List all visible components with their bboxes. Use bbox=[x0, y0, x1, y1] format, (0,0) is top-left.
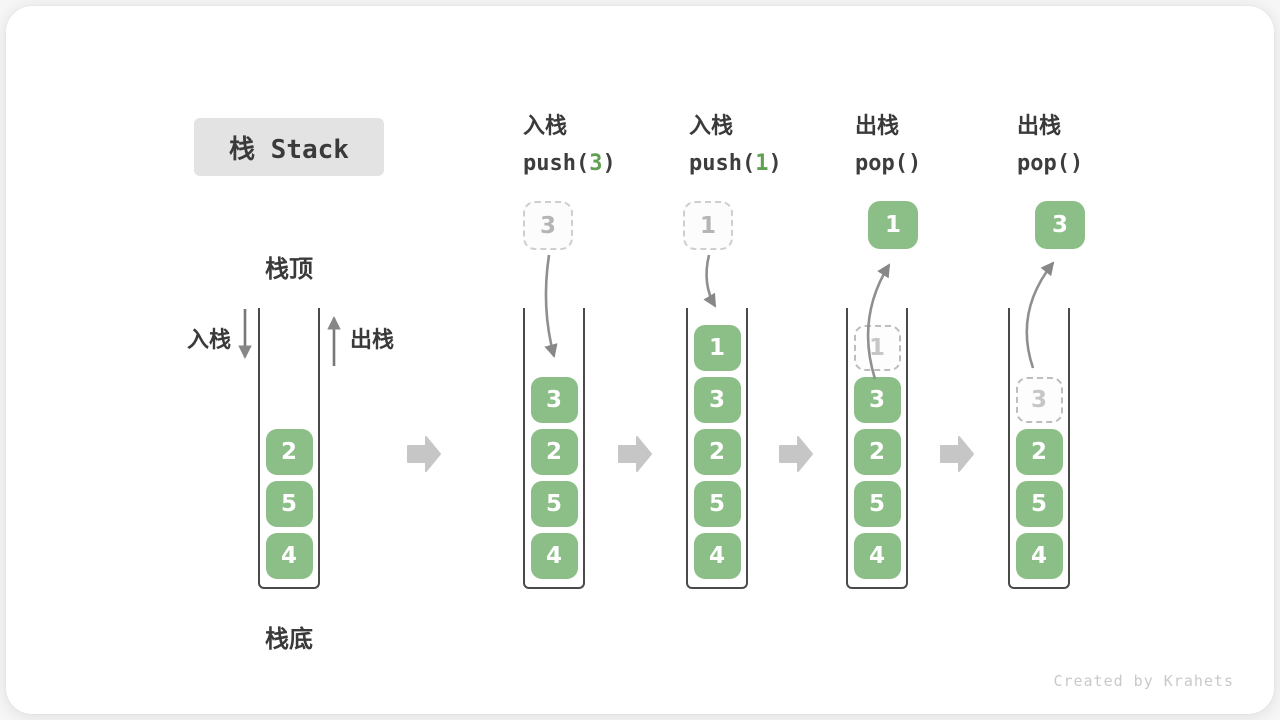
operation-name: 出栈 bbox=[1017, 114, 1062, 139]
stack-top-label: 栈顶 bbox=[265, 255, 313, 283]
stack-item-ghost: 1 bbox=[853, 325, 901, 371]
stack-item: 2 bbox=[265, 429, 313, 475]
stack-item-value: 2 bbox=[1030, 439, 1047, 465]
code-pre: pop( bbox=[855, 151, 908, 176]
stack-item-value: 2 bbox=[708, 439, 725, 465]
stack-item-value: 3 bbox=[1030, 387, 1047, 413]
operation-code: push(1) bbox=[689, 145, 849, 183]
stack-item-ghost: 3 bbox=[1015, 377, 1063, 423]
stack-item-value: 2 bbox=[280, 439, 297, 465]
watermark: Created by Krahets bbox=[1053, 672, 1234, 690]
diagram-card: 栈 Stack 入栈 push(3) 入栈 push(1) 出栈 pop() 出… bbox=[6, 6, 1274, 714]
stack-item-value: 2 bbox=[868, 439, 885, 465]
operation-header-push1: 入栈 push(1) bbox=[689, 109, 849, 183]
code-pre: push( bbox=[689, 151, 756, 176]
stack-item: 5 bbox=[265, 481, 313, 527]
operation-header-pop2: 出栈 pop() bbox=[1017, 109, 1177, 183]
operation-name: 入栈 bbox=[689, 114, 734, 139]
code-post: ) bbox=[1069, 151, 1084, 176]
stack-bottom-label: 栈底 bbox=[265, 625, 313, 653]
incoming-value: 1 bbox=[699, 212, 716, 239]
incoming-value: 3 bbox=[539, 212, 556, 239]
stack-item-value: 1 bbox=[708, 335, 725, 361]
push1-curved-arrow-icon bbox=[703, 254, 717, 308]
stack-item: 3 bbox=[853, 377, 901, 423]
operation-code: push(3) bbox=[523, 145, 683, 183]
stack-item-value: 4 bbox=[708, 543, 725, 569]
stack-item-value: 5 bbox=[868, 491, 885, 517]
stack-item: 4 bbox=[693, 533, 741, 579]
stack-item: 2 bbox=[853, 429, 901, 475]
stack-item: 1 bbox=[693, 325, 741, 371]
stack-item-value: 3 bbox=[545, 387, 562, 413]
stack-item-value: 4 bbox=[545, 543, 562, 569]
stack-item: 3 bbox=[530, 377, 578, 423]
code-arg: 3 bbox=[589, 151, 603, 176]
step-arrow-icon bbox=[940, 436, 974, 472]
stack-item-value: 4 bbox=[868, 543, 885, 569]
code-pre: pop( bbox=[1017, 151, 1070, 176]
stack-container-after-pop1: 1 3 2 5 4 bbox=[846, 308, 908, 589]
stack-item-value: 5 bbox=[545, 491, 562, 517]
stack-item: 5 bbox=[1015, 481, 1063, 527]
popped-value: 1 bbox=[884, 212, 901, 238]
operation-name: 出栈 bbox=[855, 114, 900, 139]
stack-item-value: 3 bbox=[708, 387, 725, 413]
code-post: ) bbox=[768, 151, 782, 176]
operation-header-push3: 入栈 push(3) bbox=[523, 109, 683, 183]
operation-code: pop() bbox=[1017, 145, 1177, 183]
stack-item-value: 5 bbox=[708, 491, 725, 517]
popped-value-box: 3 bbox=[1035, 201, 1085, 249]
stack-item: 4 bbox=[853, 533, 901, 579]
popped-value: 3 bbox=[1051, 212, 1068, 238]
incoming-value-box: 3 bbox=[523, 201, 573, 250]
stack-container-initial: 2 5 4 bbox=[258, 308, 320, 589]
stack-item: 2 bbox=[1015, 429, 1063, 475]
stack-item-value: 3 bbox=[868, 387, 885, 413]
stack-container-after-push1: 1 3 2 5 4 bbox=[686, 308, 748, 589]
operation-code: pop() bbox=[855, 145, 1015, 183]
operation-name: 入栈 bbox=[523, 114, 568, 139]
stack-item: 5 bbox=[693, 481, 741, 527]
stack-item: 5 bbox=[530, 481, 578, 527]
diagram-title-label: 栈 Stack bbox=[229, 134, 349, 165]
stack-item: 4 bbox=[1015, 533, 1063, 579]
code-arg: 1 bbox=[755, 151, 769, 176]
stack-item: 2 bbox=[693, 429, 741, 475]
stack-item: 4 bbox=[265, 533, 313, 579]
popped-value-box: 1 bbox=[868, 201, 918, 249]
stack-item-value: 4 bbox=[1030, 543, 1047, 569]
push-side-label: 入栈 bbox=[187, 328, 232, 353]
stack-item-value: 5 bbox=[1030, 491, 1047, 517]
step-arrow-icon bbox=[618, 436, 652, 472]
stack-item: 3 bbox=[693, 377, 741, 423]
code-post: ) bbox=[907, 151, 922, 176]
operation-header-pop1: 出栈 pop() bbox=[855, 109, 1015, 183]
code-post: ) bbox=[602, 151, 616, 176]
diagram-title: 栈 Stack bbox=[194, 118, 384, 176]
stack-item: 4 bbox=[530, 533, 578, 579]
stack-container-after-push3: 3 2 5 4 bbox=[523, 308, 585, 589]
stack-item: 2 bbox=[530, 429, 578, 475]
stack-item-value: 4 bbox=[280, 543, 297, 569]
code-pre: push( bbox=[523, 151, 590, 176]
stack-item-value: 2 bbox=[545, 439, 562, 465]
stack-item-value: 5 bbox=[280, 491, 297, 517]
step-arrow-icon bbox=[779, 436, 813, 472]
incoming-value-box: 1 bbox=[683, 201, 733, 250]
stack-item: 5 bbox=[853, 481, 901, 527]
step-arrow-icon bbox=[407, 436, 441, 472]
stack-container-after-pop2: 3 2 5 4 bbox=[1008, 308, 1070, 589]
pop-side-label: 出栈 bbox=[350, 328, 395, 353]
stack-item-value: 1 bbox=[868, 335, 885, 361]
